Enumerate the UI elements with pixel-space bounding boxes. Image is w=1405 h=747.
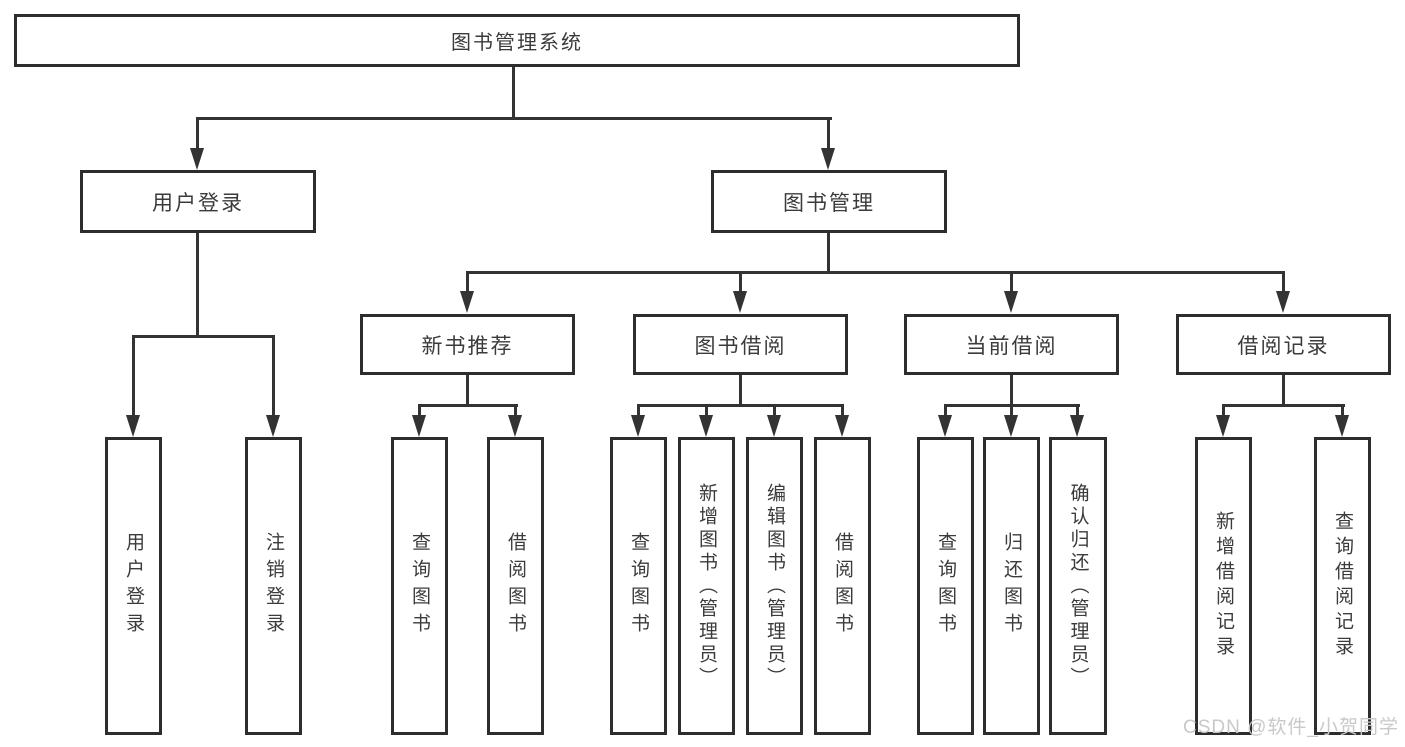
connector-line	[514, 404, 517, 417]
node-bb-borrow-book: 借阅图书	[814, 437, 871, 735]
arrow-down-icon	[1004, 415, 1018, 437]
connector-line	[1341, 404, 1344, 417]
connector-line	[1222, 404, 1345, 407]
connector-line	[1282, 375, 1285, 406]
connector-line	[418, 404, 518, 407]
arrow-down-icon	[1004, 291, 1018, 313]
connector-line	[512, 67, 515, 118]
arrow-down-icon	[699, 415, 713, 437]
connector-line	[466, 271, 1285, 274]
arrow-down-icon	[126, 415, 140, 437]
node-bb-add-book-admin: 新增图书（管理员）	[678, 437, 735, 735]
connector-line	[1282, 271, 1285, 293]
connector-line	[196, 117, 199, 150]
node-nb-query-book: 查询图书	[391, 437, 448, 735]
node-nb-borrow-book: 借阅图书	[487, 437, 544, 735]
arrow-down-icon	[938, 415, 952, 437]
connector-line	[196, 117, 832, 120]
connector-line	[418, 404, 421, 417]
node-ul-user-login: 用户登录	[105, 437, 162, 735]
arrow-down-icon	[821, 148, 835, 170]
connector-line	[132, 335, 135, 415]
connector-line	[1010, 404, 1013, 417]
node-cb-return-book: 归还图书	[983, 437, 1040, 735]
node-ul-logout: 注销登录	[245, 437, 302, 735]
connector-line	[1010, 271, 1013, 293]
connector-line	[272, 335, 275, 415]
arrow-down-icon	[460, 291, 474, 313]
node-new-book-recommend: 新书推荐	[360, 314, 575, 375]
arrow-down-icon	[266, 415, 280, 437]
arrow-down-icon	[1216, 415, 1230, 437]
arrow-down-icon	[631, 415, 645, 437]
connector-line	[944, 404, 947, 417]
connector-line	[773, 404, 776, 417]
arrow-down-icon	[508, 415, 522, 437]
node-br-query-record: 查询借阅记录	[1314, 437, 1371, 735]
node-bb-edit-book-admin: 编辑图书（管理员）	[746, 437, 803, 735]
connector-line	[637, 404, 844, 407]
connector-line	[1010, 375, 1013, 406]
node-cb-query-book: 查询图书	[917, 437, 974, 735]
arrow-down-icon	[733, 291, 747, 313]
node-bb-query-book: 查询图书	[610, 437, 667, 735]
connector-line	[1222, 404, 1225, 417]
arrow-down-icon	[190, 148, 204, 170]
node-book-mgmt: 图书管理	[711, 170, 947, 233]
connector-line	[1076, 404, 1079, 417]
arrow-down-icon	[1070, 415, 1084, 437]
arrow-down-icon	[767, 415, 781, 437]
connector-line	[132, 335, 275, 338]
arrow-down-icon	[835, 415, 849, 437]
connector-line	[637, 404, 640, 417]
node-cb-confirm-return-admin: 确认归还（管理员）	[1049, 437, 1107, 735]
connector-line	[466, 271, 469, 293]
node-borrow-record: 借阅记录	[1176, 314, 1391, 375]
connector-line	[196, 233, 199, 337]
node-root: 图书管理系统	[14, 14, 1020, 67]
connector-line	[705, 404, 708, 417]
node-br-add-record: 新增借阅记录	[1195, 437, 1252, 735]
node-current-borrow: 当前借阅	[904, 314, 1119, 375]
node-user-login: 用户登录	[80, 170, 316, 233]
connector-line	[739, 375, 742, 406]
arrow-down-icon	[412, 415, 426, 437]
connector-line	[841, 404, 844, 417]
connector-line	[466, 375, 469, 406]
csdn-watermark: CSDN @软件_小贺同学	[1183, 717, 1399, 738]
connector-line	[739, 271, 742, 293]
arrow-down-icon	[1276, 291, 1290, 313]
connector-line	[827, 233, 830, 273]
arrow-down-icon	[1335, 415, 1349, 437]
node-book-borrow: 图书借阅	[633, 314, 848, 375]
connector-line	[827, 117, 830, 150]
